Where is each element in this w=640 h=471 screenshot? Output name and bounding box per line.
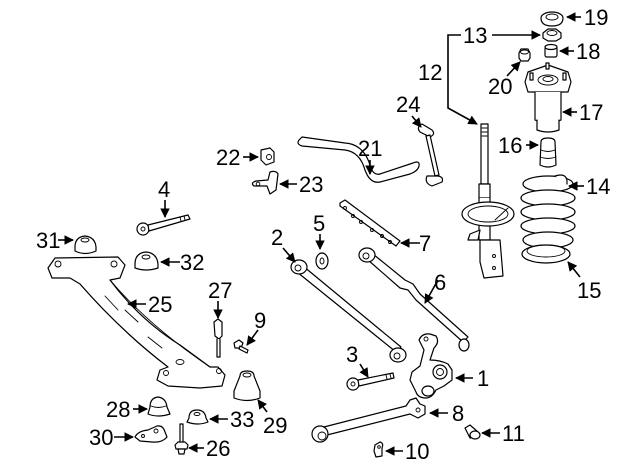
part-24-stabilizer-link[interactable]	[417, 123, 444, 187]
callout-24[interactable]: 24	[396, 92, 420, 117]
part-25-suspension-crossmember[interactable]	[47, 256, 226, 389]
part-3-adjusting-bolt[interactable]	[346, 372, 395, 391]
callout-7[interactable]: 7	[419, 231, 431, 256]
callout-11[interactable]: 11	[502, 421, 525, 446]
part-11-bolt[interactable]	[464, 424, 481, 440]
leader-9	[246, 329, 259, 346]
leader-12-13-bracket	[447, 34, 478, 125]
part-9-bolt[interactable]	[233, 339, 249, 354]
part-31-cushion[interactable]	[74, 235, 97, 255]
part-6-lateral-link-adjustable[interactable]	[358, 247, 470, 352]
callout-18[interactable]: 18	[576, 39, 600, 64]
callout-9[interactable]: 9	[254, 308, 266, 333]
part-33-cushion[interactable]	[186, 409, 209, 425]
part-10-bracket[interactable]	[373, 441, 384, 458]
part-4-link-bolt[interactable]	[136, 214, 191, 236]
callout-27[interactable]: 27	[208, 278, 232, 303]
callout-26[interactable]: 26	[206, 436, 230, 461]
callout-10[interactable]: 10	[405, 439, 429, 464]
callout-29[interactable]: 29	[263, 413, 287, 438]
part-8-trailing-arm[interactable]	[311, 397, 426, 443]
callout-16[interactable]: 16	[498, 133, 522, 158]
part-15-spring-insulator[interactable]	[521, 244, 571, 264]
callout-14[interactable]: 14	[586, 174, 610, 199]
part-29-stopper[interactable]	[233, 370, 261, 402]
part-5-cam-washer[interactable]	[315, 252, 329, 270]
part-19-cap[interactable]	[540, 11, 564, 27]
callout-33[interactable]: 33	[230, 407, 254, 432]
callout-6[interactable]: 6	[434, 270, 446, 295]
leader-3	[359, 363, 369, 378]
callout-12[interactable]: 12	[418, 60, 442, 85]
callout-25[interactable]: 25	[148, 292, 172, 317]
part-2-lateral-link[interactable]	[290, 259, 407, 363]
callout-19[interactable]: 19	[584, 5, 608, 30]
part-27-bolt[interactable]	[213, 318, 223, 358]
part-21-stabilizer-bar[interactable]	[297, 136, 420, 183]
part-17-strut-mount[interactable]	[524, 62, 572, 133]
callout-20[interactable]: 20	[488, 74, 512, 99]
callout-28[interactable]: 28	[106, 397, 130, 422]
leader-24	[411, 115, 422, 128]
leader-2	[282, 247, 296, 263]
callout-22[interactable]: 22	[216, 145, 240, 170]
part-30-bracket[interactable]	[134, 425, 168, 443]
part-1-knuckle[interactable]	[409, 333, 453, 399]
part-23-bushing-bracket[interactable]	[251, 170, 279, 195]
callout-5[interactable]: 5	[313, 211, 325, 236]
callout-3[interactable]: 3	[346, 342, 358, 367]
leader-20	[506, 61, 521, 77]
part-16-bump-stop[interactable]	[539, 137, 557, 168]
callout-31[interactable]: 31	[36, 228, 60, 253]
part-26-bolt[interactable]	[174, 423, 189, 455]
part-32-cushion[interactable]	[134, 251, 159, 271]
callout-1[interactable]: 1	[477, 366, 489, 391]
callout-32[interactable]: 32	[180, 250, 204, 275]
callout-23[interactable]: 23	[299, 172, 323, 197]
part-22-stabilizer-bushing[interactable]	[260, 147, 275, 166]
part-20-nut[interactable]	[518, 48, 531, 62]
part-12-strut-assembly[interactable]	[461, 123, 515, 279]
leader-15	[567, 261, 581, 278]
callout-4[interactable]: 4	[158, 177, 170, 202]
callout-2[interactable]: 2	[271, 225, 283, 250]
leader-6	[424, 279, 439, 304]
part-18-collar[interactable]	[544, 43, 558, 58]
callout-8[interactable]: 8	[452, 401, 464, 426]
callout-13[interactable]: 13	[463, 23, 487, 48]
part-28-cushion[interactable]	[147, 396, 171, 417]
part-14-coil-spring[interactable]	[520, 174, 576, 249]
callout-30[interactable]: 30	[89, 425, 113, 450]
callout-21[interactable]: 21	[358, 136, 382, 161]
callout-15[interactable]: 15	[577, 278, 601, 303]
part-7-reinforcement-bracket[interactable]	[339, 199, 401, 247]
part-13-nut[interactable]	[542, 28, 562, 42]
leader-29	[257, 399, 268, 413]
callout-17[interactable]: 17	[579, 100, 603, 125]
